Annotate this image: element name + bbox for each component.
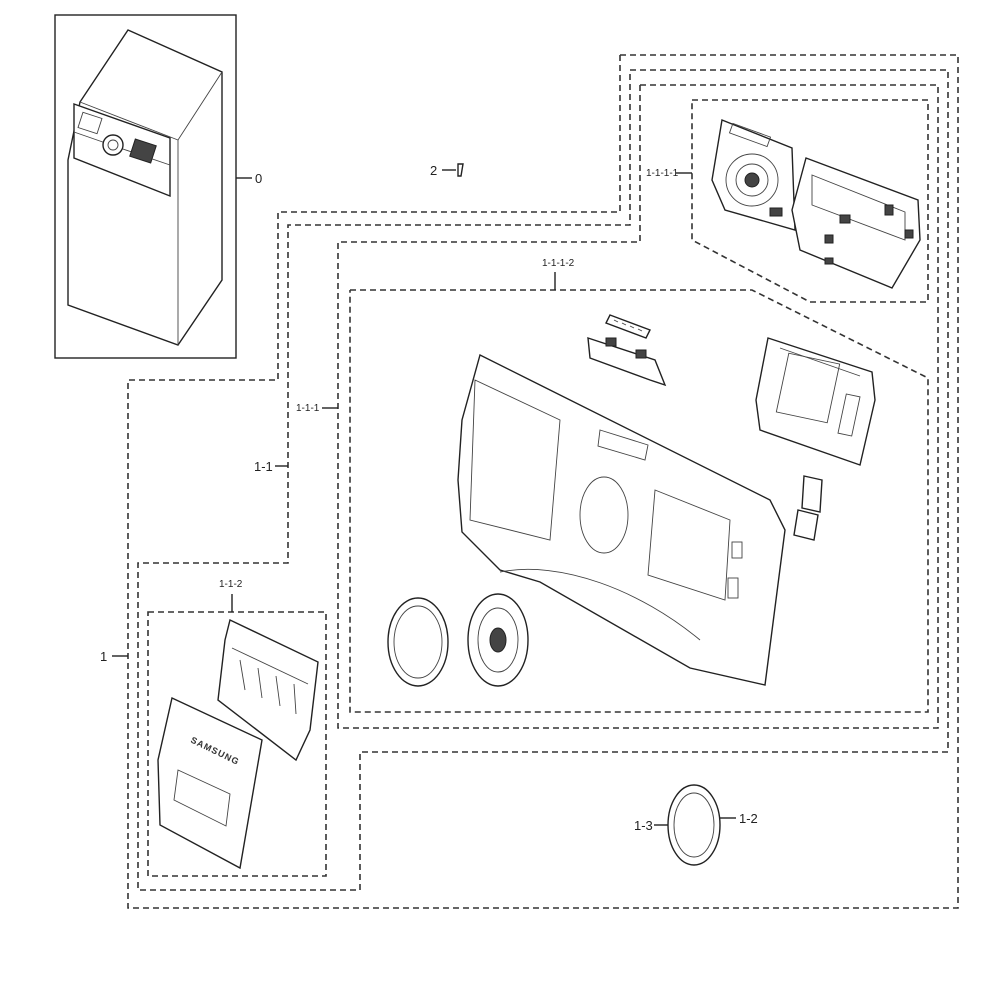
label-1-3: 1-3 (634, 818, 653, 833)
group-1-1-1-2-boundary (349, 289, 929, 713)
label-1-2: 1-2 (739, 811, 758, 826)
label-1-1-1: 1-1-1 (296, 403, 320, 414)
label-1-1-1-2: 1-1-1-2 (542, 258, 575, 269)
label-1-1-1-1: 1-1-1-1 (646, 168, 679, 179)
display-pcb-board (791, 157, 921, 289)
group-1-1-2-boundary (147, 611, 327, 877)
button-strip-part (605, 314, 651, 339)
label-1: 1 (100, 649, 107, 664)
assembly-view-frame (54, 14, 237, 359)
label-1-1-2: 1-1-2 (219, 579, 243, 590)
group-1-1-boundary (137, 69, 949, 891)
group-1-1-1-boundary (337, 84, 939, 729)
label-2: 2 (430, 163, 437, 178)
button-bracket-part (587, 336, 667, 387)
control-pcb-knob-board (711, 119, 796, 231)
knob-ring-part (387, 597, 449, 687)
control-panel-frame (457, 353, 786, 686)
washer-illustration (67, 29, 223, 346)
drawer-handle-part: SAMSUNG (157, 696, 263, 870)
label-0: 0 (255, 171, 262, 186)
group-1-boundary (127, 54, 959, 909)
selector-knob-part (467, 593, 529, 687)
group-1-1-1-1-boundary (691, 99, 929, 303)
display-window-part (755, 337, 876, 466)
knob-cap-part (667, 784, 721, 866)
small-connector-part (793, 475, 823, 541)
screw-part (457, 163, 464, 177)
drawer-insert-part (217, 618, 319, 762)
label-1-1: 1-1 (254, 459, 273, 474)
